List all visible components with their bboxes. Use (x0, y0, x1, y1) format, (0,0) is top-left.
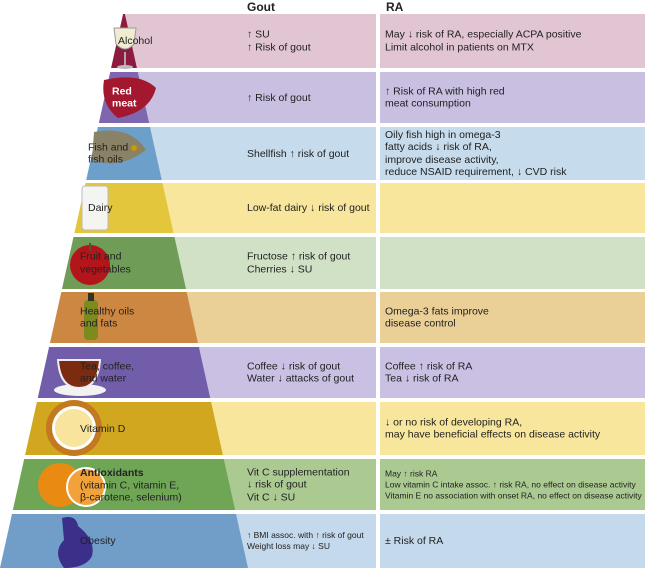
ra-cell-red-meat (380, 72, 645, 123)
mask (0, 14, 124, 68)
tier-label-red-meat: Red meat (112, 85, 137, 110)
oil-bottle-icon (84, 293, 98, 340)
ra-text-tea: Coffee ↑ risk of RA Tea ↓ risk of RA (385, 360, 473, 385)
tier-label-dairy: Dairy (88, 201, 113, 214)
ra-text-antioxidants: May ↑ risk RA Low vitamin C intake assoc… (385, 468, 642, 500)
ra-column-header: RA (386, 0, 404, 14)
mask (0, 183, 86, 233)
tier-label-obesity: Obesity (80, 534, 116, 547)
ra-text-alcohol: May ↓ risk of RA, especially ACPA positi… (385, 28, 582, 54)
wine-glass-icon (113, 27, 137, 69)
mask (0, 237, 74, 289)
tier-label-oils: Healthy oils and fats (80, 305, 135, 330)
mask (0, 347, 50, 398)
tier-label-fruit: Fruit and vegetables (80, 250, 131, 276)
ra-cell-obesity (380, 514, 645, 568)
ra-text-fish: Oily fish high in omega-3 fatty acids ↓ … (385, 128, 567, 179)
tier-label-vitamin-d: Vitamin D (80, 422, 126, 435)
tier-label-tea: Tea, coffee, and water (80, 360, 135, 385)
gout-column-header: Gout (247, 0, 275, 14)
mask (0, 459, 25, 510)
tier-sublabel-antioxidants: (vitamin C, vitamin E, β-carotene, selen… (80, 479, 182, 504)
fish-icon (92, 130, 146, 164)
sun-icon (46, 400, 102, 456)
ra-text-vitamin-d: ↓ or no risk of developing RA, may have … (385, 416, 601, 441)
gout-text-tea: Coffee ↓ risk of gout Water ↓ attacks of… (247, 360, 354, 385)
gout-text-fruit: Fructose ↑ risk of gout Cherries ↓ SU (247, 250, 351, 276)
mask (0, 127, 98, 180)
ra-cell-vitamin-d (380, 402, 645, 455)
ra-text-oils: Omega-3 fats improve disease control (385, 305, 489, 330)
steak-icon (103, 77, 156, 118)
ra-cell-alcohol (380, 14, 645, 68)
mask (0, 292, 62, 343)
gout-text-obesity: ↑ BMI assoc. with ↑ risk of gout Weight … (247, 530, 364, 551)
ra-cell-dairy (380, 183, 645, 233)
ra-cell-tea (380, 347, 645, 398)
ra-cell-fish (380, 127, 645, 180)
ra-cell-antioxidants (380, 459, 645, 510)
milk-glass-icon (81, 185, 109, 231)
ra-cell-oils (380, 292, 645, 343)
gout-text-alcohol: ↑ SU ↑ Risk of gout (247, 28, 311, 54)
tier-label-fish: Fish and fish oils (88, 141, 129, 166)
tier-label-antioxidants: Antioxidants (80, 466, 144, 479)
mask (0, 402, 37, 455)
pyramid-tier-obesity (0, 514, 248, 568)
ra-text-red-meat: ↑ Risk of RA with high red meat consumpt… (385, 85, 505, 110)
gout-text-red-meat: ↑ Risk of gout (247, 91, 311, 104)
gout-text-dairy: Low-fat dairy ↓ risk of gout (247, 201, 370, 214)
obese-person-icon (58, 517, 93, 568)
teacup-icon (54, 359, 106, 396)
ra-text-obesity: ± Risk of RA (385, 534, 444, 547)
mask (0, 72, 111, 123)
orange-icon (38, 463, 106, 507)
gout-text-antioxidants: Vit C supplementation ↓ risk of gout Vit… (247, 465, 350, 503)
ra-cell-fruit (380, 237, 645, 289)
tier-label-alcohol: Alcohol (118, 34, 153, 47)
gout-text-fish: Shellfish ↑ risk of gout (247, 147, 350, 160)
apple-icon (70, 243, 110, 285)
